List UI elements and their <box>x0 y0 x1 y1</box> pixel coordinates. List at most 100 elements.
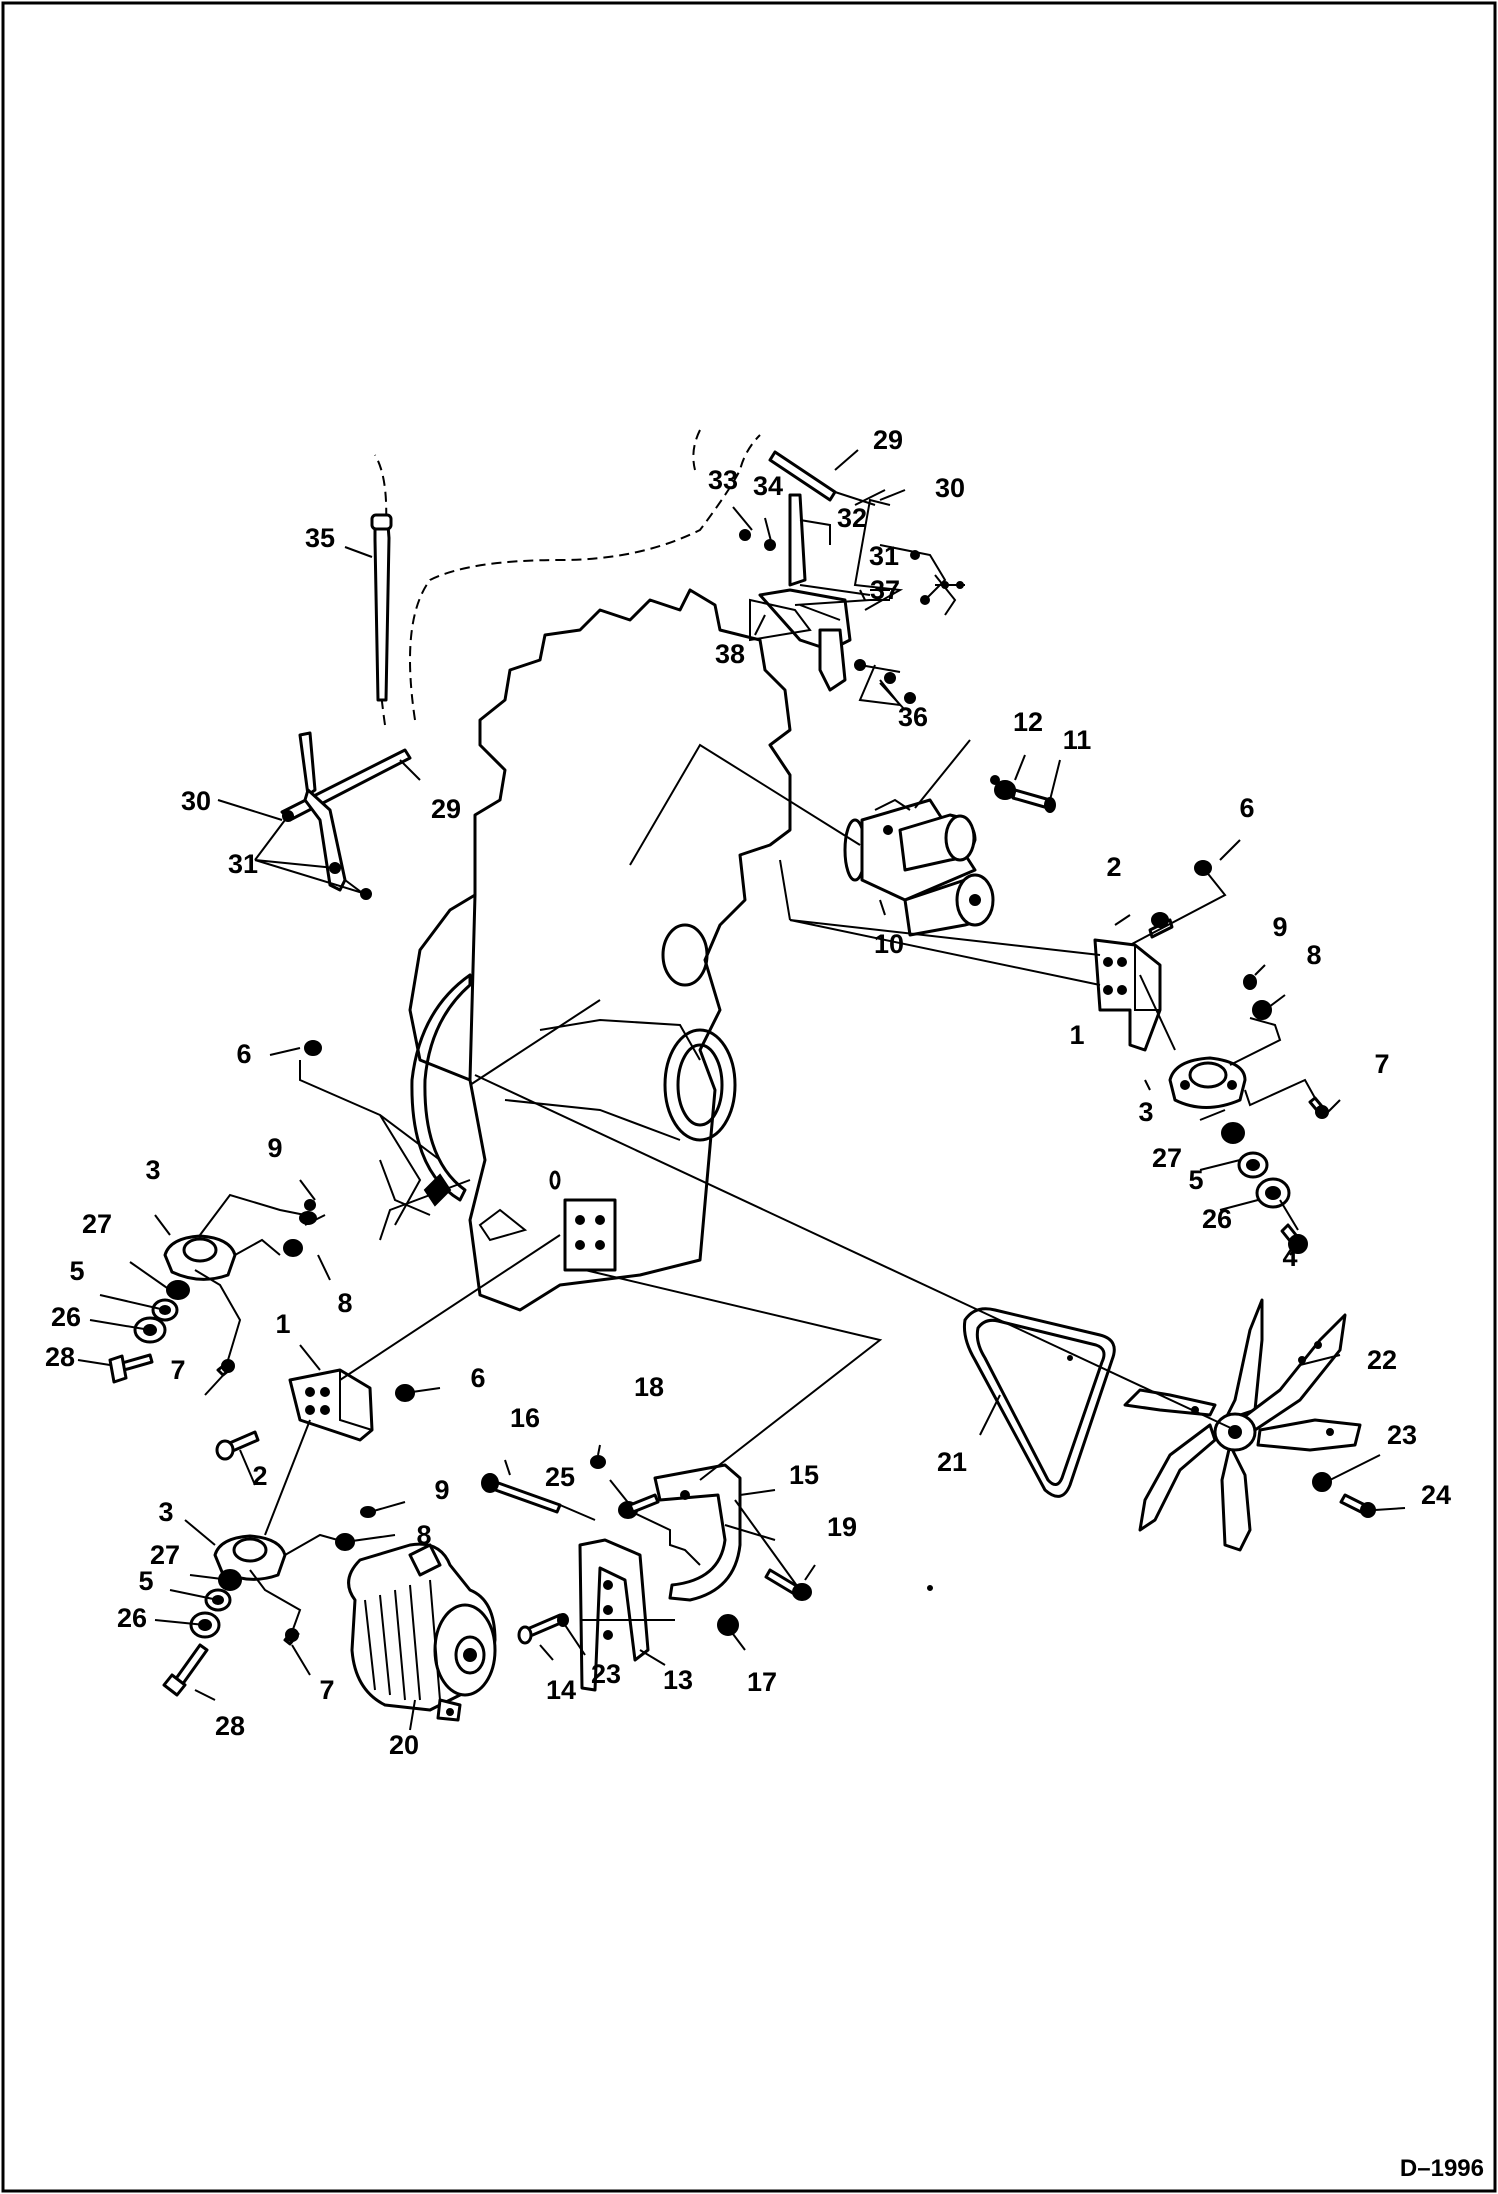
callout-6: 6 <box>470 1363 485 1393</box>
fan-belt <box>963 1307 1116 1498</box>
callout-37: 37 <box>870 575 900 605</box>
callout-27: 27 <box>82 1209 112 1239</box>
callout-19: 19 <box>827 1512 857 1542</box>
callout-17: 17 <box>747 1667 777 1697</box>
alternator-bracket-13 <box>578 1538 650 1692</box>
isolator-mount-3-left-upper <box>163 1234 237 1281</box>
callout-31: 31 <box>869 541 899 571</box>
callout-6: 6 <box>236 1039 251 1069</box>
callout-15: 15 <box>789 1460 819 1490</box>
nut-17 <box>717 1614 739 1636</box>
callout-10: 10 <box>874 929 904 959</box>
flywheel-housing <box>410 973 472 1202</box>
callout-34: 34 <box>753 471 783 501</box>
callout-24: 24 <box>1421 1480 1451 1510</box>
throttle-cable <box>280 429 965 900</box>
callout-31: 31 <box>228 849 258 879</box>
washer-23-fan <box>1312 1472 1332 1492</box>
washer-23-lower <box>557 1613 569 1627</box>
callout-5: 5 <box>138 1566 153 1596</box>
callout-8: 8 <box>1306 940 1321 970</box>
washer-9-left-lower <box>360 1506 376 1518</box>
callout-2: 2 <box>252 1461 267 1491</box>
cooling-fan <box>1123 1298 1362 1552</box>
right-mount-bracket-1 <box>1093 938 1162 1052</box>
callout-26: 26 <box>117 1603 147 1633</box>
callout-1: 1 <box>1069 1020 1084 1050</box>
callout-20: 20 <box>389 1730 419 1760</box>
callout-1: 1 <box>275 1309 290 1339</box>
callout-33: 33 <box>708 465 738 495</box>
callout-4: 4 <box>1282 1242 1297 1272</box>
callout-28: 28 <box>215 1711 245 1741</box>
nut-18 <box>590 1455 606 1469</box>
belt-adjust-bracket-15 <box>653 1463 742 1602</box>
callout-30: 30 <box>935 473 965 503</box>
callout-8: 8 <box>416 1520 431 1550</box>
bracket-32 <box>788 493 807 587</box>
callout-27: 27 <box>150 1540 180 1570</box>
nut-6-left <box>304 1040 322 1056</box>
cable-end-29 <box>280 748 412 822</box>
callout-11: 11 <box>1063 725 1092 755</box>
nut-8-left-upper <box>283 1239 303 1257</box>
spacer-27-left-upper <box>166 1280 190 1300</box>
callout-23: 23 <box>1387 1420 1417 1450</box>
callout-2: 2 <box>1106 852 1121 882</box>
callout-5: 5 <box>69 1256 84 1286</box>
callout-labels: 29 30 33 34 32 31 37 38 36 35 12 11 30 2… <box>45 425 1451 1760</box>
engine-port-lower <box>663 1028 737 1142</box>
callout-7: 7 <box>1374 1049 1389 1079</box>
isolator-mount-3-right <box>1168 1056 1247 1109</box>
callout-26: 26 <box>51 1302 81 1332</box>
leader-lines <box>77 449 1406 1731</box>
callout-14: 14 <box>546 1675 576 1705</box>
callout-28: 28 <box>45 1342 75 1372</box>
callout-3: 3 <box>158 1497 173 1527</box>
callout-38: 38 <box>715 639 745 669</box>
callout-29: 29 <box>873 425 903 455</box>
starter-motor <box>843 798 995 937</box>
callout-23: 23 <box>591 1659 621 1689</box>
spacer-27-right <box>1221 1122 1245 1144</box>
callout-9: 9 <box>1272 912 1287 942</box>
callout-29: 29 <box>431 794 461 824</box>
bolt-28-left-lower <box>173 1643 209 1687</box>
alternator <box>347 1542 497 1722</box>
callout-12: 12 <box>1013 707 1043 737</box>
callout-9: 9 <box>434 1475 449 1505</box>
starter-bolt-11 <box>990 775 1056 813</box>
throttle-lever <box>298 731 317 797</box>
engine-mount-pad <box>563 1198 617 1272</box>
callout-9: 9 <box>267 1133 282 1163</box>
washer-9-right <box>1243 974 1257 990</box>
callout-3: 3 <box>145 1155 160 1185</box>
isolator-mount-3-left-lower <box>213 1534 287 1581</box>
callout-3: 3 <box>1138 1097 1153 1127</box>
callout-7: 7 <box>319 1675 334 1705</box>
callout-8: 8 <box>337 1288 352 1318</box>
callout-32: 32 <box>837 503 867 533</box>
callout-21: 21 <box>937 1447 967 1477</box>
callout-13: 13 <box>663 1665 693 1695</box>
callout-25: 25 <box>545 1462 575 1492</box>
drawing-code: D–1996 <box>1400 2155 1484 2182</box>
callout-35: 35 <box>305 523 335 553</box>
mount-bracket-1-left <box>288 1368 374 1442</box>
callout-26: 26 <box>1202 1204 1232 1234</box>
callout-5: 5 <box>1188 1165 1203 1195</box>
engine-block <box>408 588 792 1312</box>
callout-7: 7 <box>170 1355 185 1385</box>
callout-6: 6 <box>1239 793 1254 823</box>
nut-8-right <box>1252 1000 1272 1020</box>
callout-16: 16 <box>510 1403 540 1433</box>
callout-36: 36 <box>898 702 928 732</box>
dipstick <box>373 523 391 702</box>
callout-27: 27 <box>1152 1143 1182 1173</box>
callout-22: 22 <box>1367 1345 1397 1375</box>
engine-port-upper <box>661 923 709 987</box>
callout-30: 30 <box>181 786 211 816</box>
callout-18: 18 <box>634 1372 664 1402</box>
